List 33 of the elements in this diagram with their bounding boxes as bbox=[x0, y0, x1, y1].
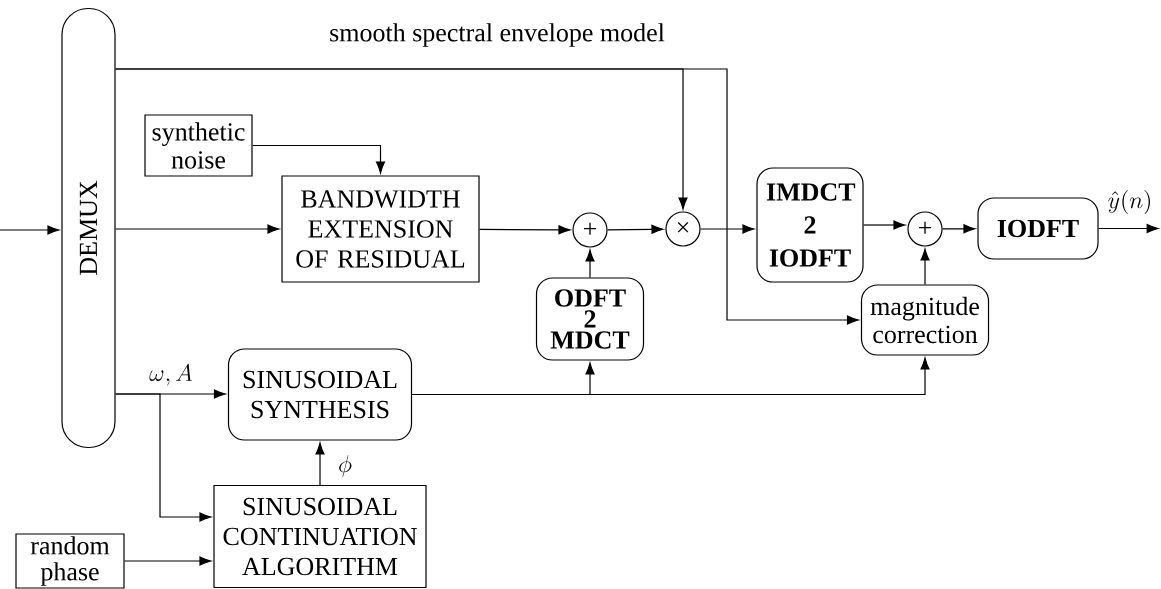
process-box: IODFT bbox=[977, 197, 1099, 260]
process-box: BANDWIDTH EXTENSION OF RESIDUAL bbox=[281, 175, 480, 283]
process-box: IMDCT 2 IODFT bbox=[756, 167, 864, 283]
edge-label: $\hat{y}(n)$ bbox=[1108, 190, 1150, 215]
arrow bbox=[124, 556, 212, 566]
arrow bbox=[115, 393, 212, 522]
arrow bbox=[1098, 223, 1159, 234]
arrow bbox=[607, 224, 664, 234]
process-box: ODFT 2 MDCT bbox=[535, 277, 645, 361]
arrow bbox=[863, 220, 906, 230]
arrow bbox=[252, 144, 386, 174]
edge-label: $\omega, A$ bbox=[149, 363, 193, 386]
arrow bbox=[585, 249, 595, 278]
edge-label: $\phi$ bbox=[339, 455, 352, 477]
arrow bbox=[115, 224, 280, 234]
summing-junction: + bbox=[572, 212, 608, 248]
process-box: magnitude correction bbox=[860, 284, 990, 356]
arrow bbox=[479, 225, 571, 235]
process-box: random phase bbox=[15, 533, 125, 589]
arrow bbox=[411, 357, 930, 396]
arrow bbox=[315, 442, 325, 486]
summing-junction: + bbox=[907, 211, 943, 247]
arrow bbox=[682, 68, 859, 325]
arrow bbox=[700, 224, 755, 234]
arrow bbox=[115, 68, 688, 210]
process-box: SINUSOIDAL CONTINUATION ALGORITHM bbox=[213, 484, 427, 589]
demux-block: DEMUX bbox=[61, 7, 116, 449]
arrow bbox=[920, 248, 930, 285]
process-box: SINUSOIDAL SYNTHESIS bbox=[227, 348, 413, 441]
process-box: synthetic noise bbox=[144, 114, 253, 177]
edge-label: smooth spectral envelope model bbox=[330, 23, 665, 47]
arrow bbox=[0, 225, 60, 235]
arrow bbox=[942, 224, 976, 234]
